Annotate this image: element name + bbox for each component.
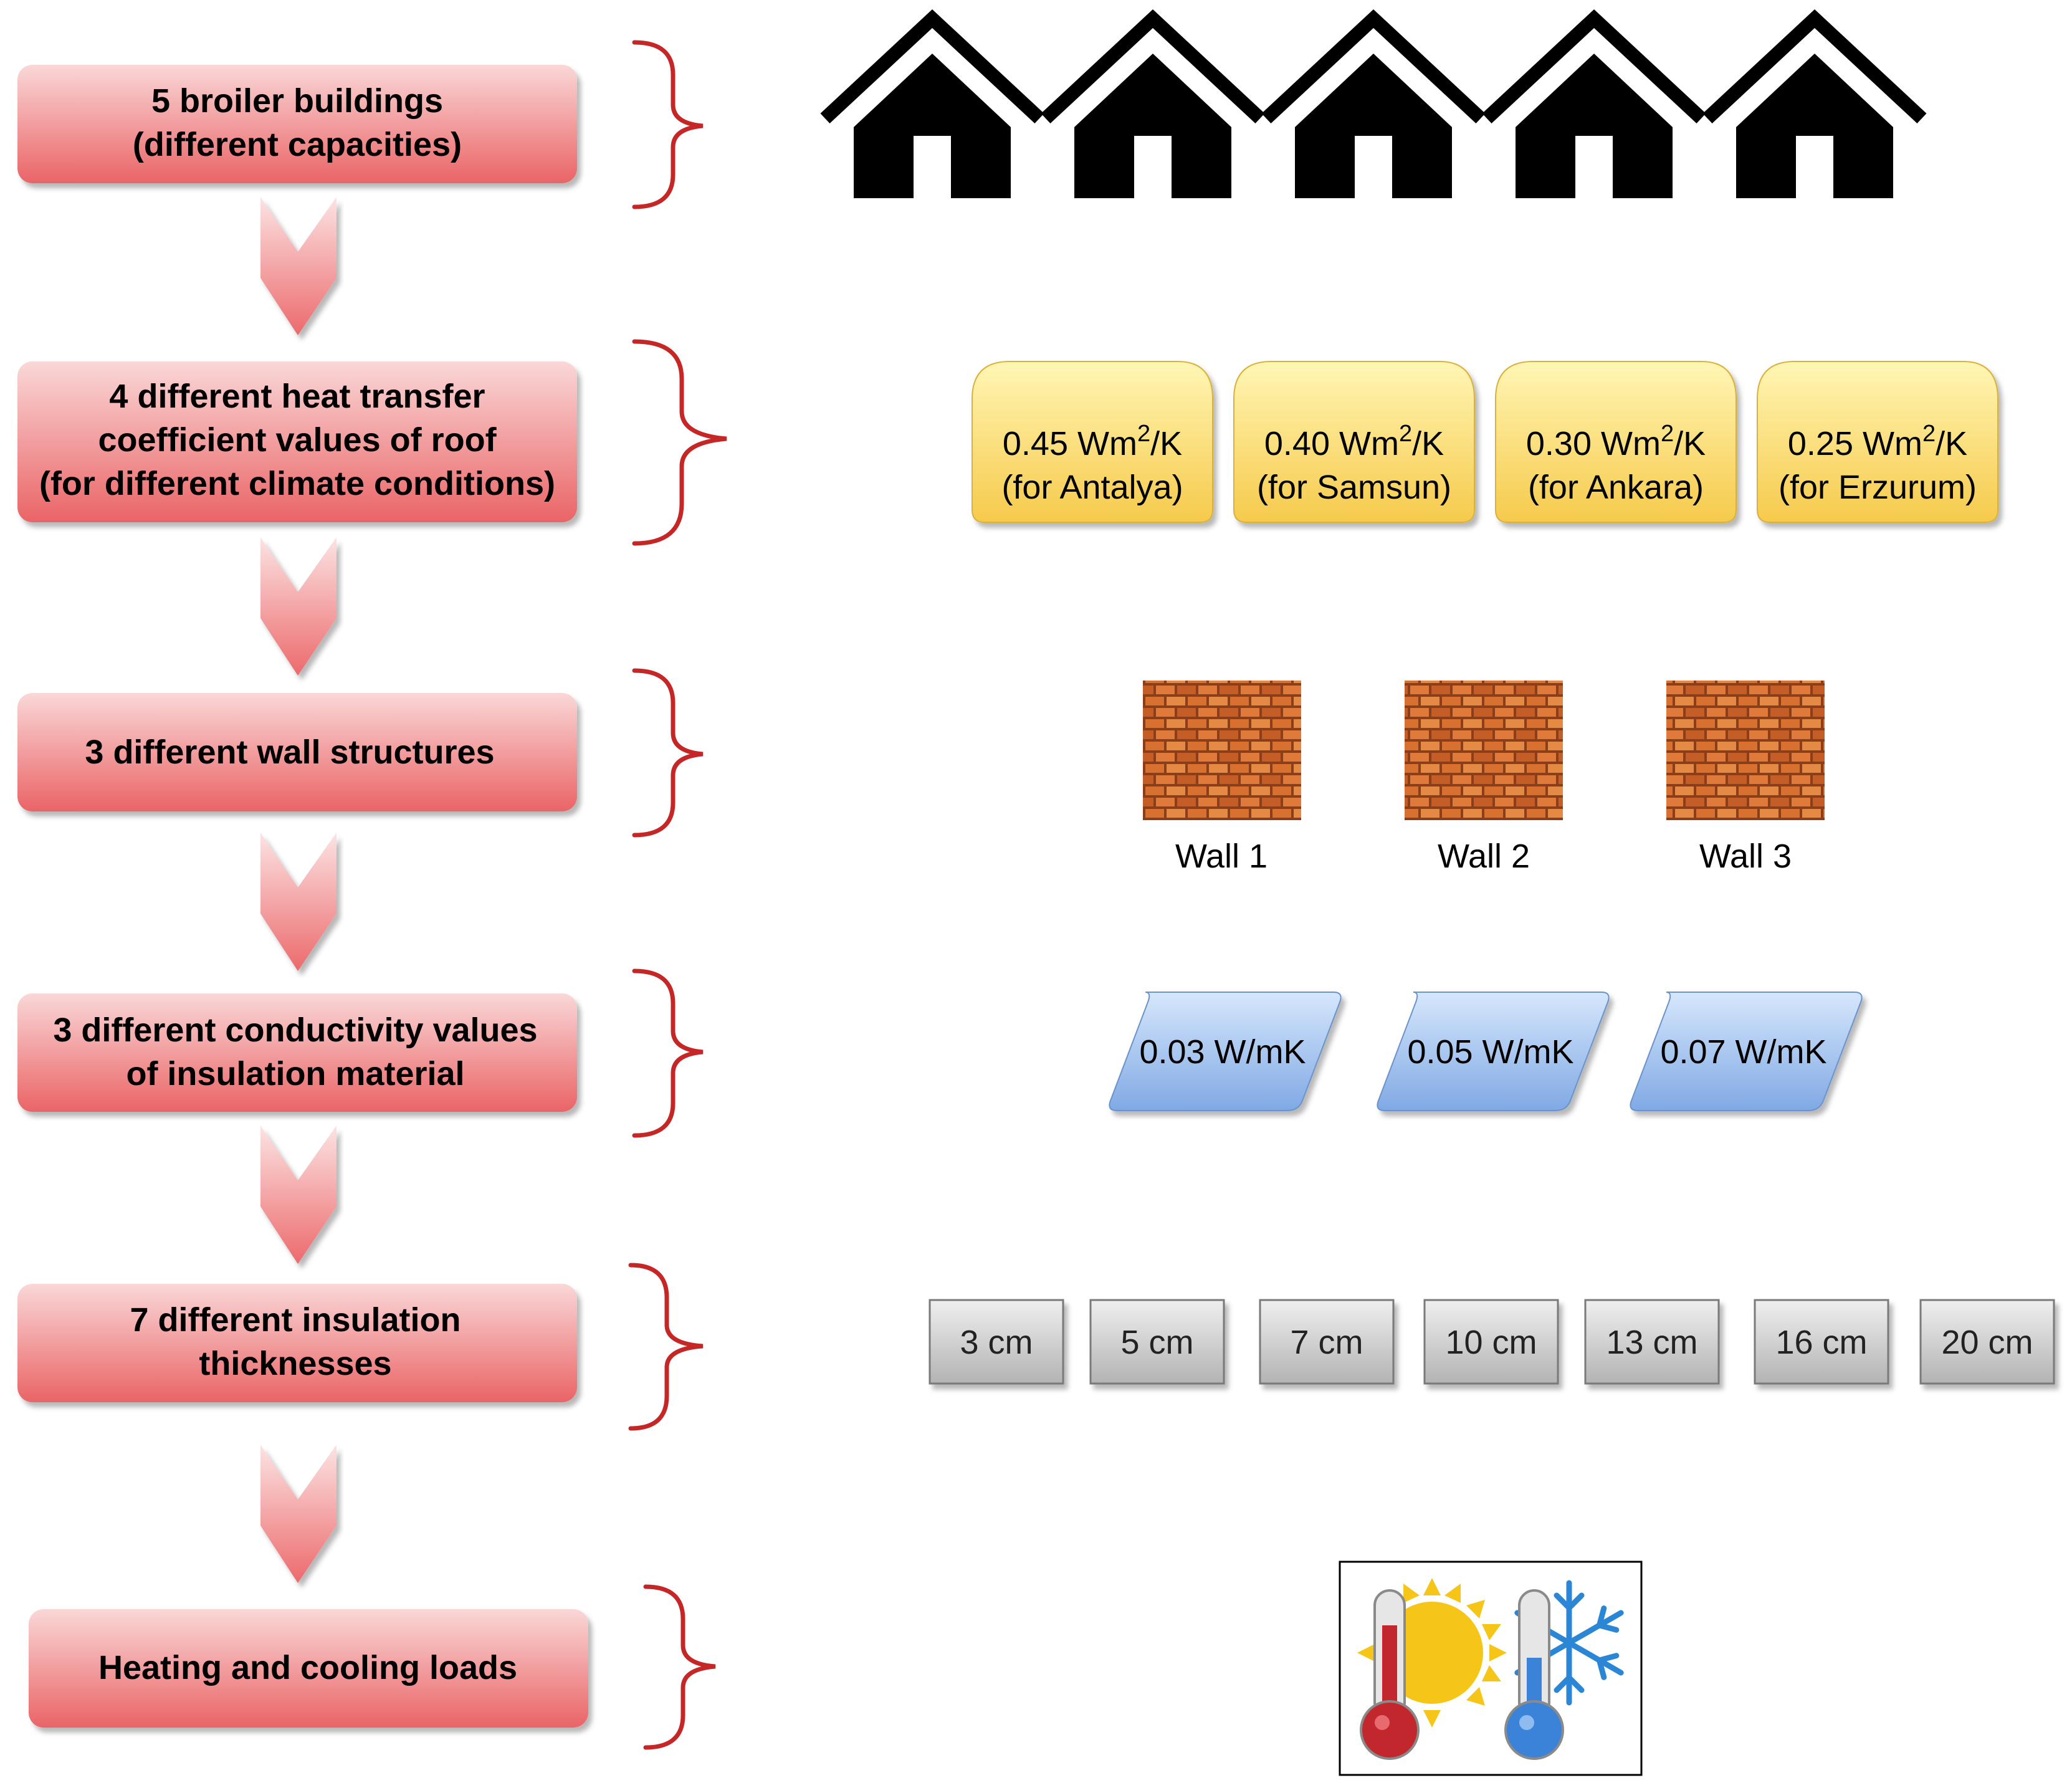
conductivity-box-1: 0.03 W/mK [1109, 992, 1342, 1111]
step-6-line-1: Heating and cooling loads [98, 1649, 517, 1686]
wall-2: Wall 2 [1405, 681, 1563, 875]
step-5-line-2: thicknesses [199, 1345, 391, 1382]
down-chevron-icon [260, 537, 337, 676]
step-2-line-2: coefficient values of roof [98, 421, 497, 459]
roof-value-box-2: 0.40 Wm2/K (for Samsun) [1233, 361, 1475, 523]
step-2-line-3: (for different climate conditions) [39, 465, 555, 502]
roof-value-3-line-2: (for Ankara) [1528, 469, 1704, 506]
thickness-value-5: 13 cm [1606, 1324, 1697, 1361]
step-box-5: 7 different insulation thicknesses [17, 1284, 577, 1402]
roof-value-1-line-2: (for Antalya) [1001, 469, 1183, 506]
loads-icon-box [1339, 1561, 1643, 1776]
wall-3: Wall 3 [1666, 681, 1825, 875]
roof-value-3-line-1: 0.30 Wm2/K [1526, 421, 1706, 462]
curly-braces [628, 40, 727, 1750]
thickness-box-4: 10 cm [1423, 1299, 1559, 1385]
thickness-value-6: 16 cm [1775, 1324, 1867, 1361]
conductivity-box-2: 0.05 W/mK [1377, 992, 1610, 1111]
roof-value-2-line-1: 0.40 Wm2/K [1264, 421, 1444, 462]
step-2-line-1: 4 different heat transfer [109, 378, 485, 415]
right-brace-icon [632, 968, 704, 1138]
thickness-row: 3 cm 5 cm 7 cm 10 cm 13 cm 16 cm 20 cm [929, 1299, 2055, 1385]
thickness-box-3: 7 cm [1259, 1299, 1395, 1385]
house-icon [1261, 9, 1486, 198]
down-chevron-icon [260, 833, 337, 971]
down-chevron-icon [260, 1445, 337, 1583]
thickness-value-3: 7 cm [1290, 1324, 1363, 1361]
wall-1: Wall 1 [1143, 681, 1301, 875]
hot-thermometer-sun-icon [1357, 1578, 1507, 1760]
roof-value-4-line-2: (for Erzurum) [1778, 469, 1977, 506]
thickness-box-6: 16 cm [1754, 1299, 1889, 1385]
right-brace-icon [632, 339, 727, 546]
conductivity-value-1: 0.03 W/mK [1139, 1033, 1306, 1071]
conductivity-box-3: 0.07 W/mK [1630, 992, 1863, 1111]
roof-value-box-1: 0.45 Wm2/K (for Antalya) [972, 361, 1213, 523]
step-box-2: 4 different heat transfer coefficient va… [17, 361, 577, 522]
step-4-line-1: 3 different conductivity values [53, 1011, 537, 1049]
wall-3-label: Wall 3 [1699, 838, 1792, 875]
step-4-line-2: of insulation material [126, 1055, 464, 1092]
step-3-line-1: 3 different wall structures [85, 734, 494, 771]
conductivity-value-2: 0.05 W/mK [1407, 1033, 1573, 1071]
thickness-box-7: 20 cm [1919, 1299, 2055, 1385]
thickness-box-1: 3 cm [929, 1299, 1064, 1385]
thickness-value-7: 20 cm [1941, 1324, 2033, 1361]
step-5-line-1: 7 different insulation [130, 1301, 461, 1339]
house-icon [820, 9, 1044, 198]
right-brace-icon [628, 1263, 704, 1431]
step-1-line-1: 5 broiler buildings [151, 82, 443, 120]
roof-value-box-3: 0.30 Wm2/K (for Ankara) [1495, 361, 1737, 523]
conductivity-row: 0.03 W/mK 0.05 W/mK 0.07 W/mK [1109, 992, 1863, 1111]
step-box-6: Heating and cooling loads [29, 1609, 588, 1728]
down-chevron-icon [260, 1126, 337, 1264]
walls-row: Wall 1 Wall 2 Wall 3 [1143, 681, 1825, 875]
step-1-line-2: (different capacities) [133, 126, 462, 163]
roof-value-4-line-1: 0.25 Wm2/K [1788, 421, 1967, 462]
step-box-4: 3 different conductivity values of insul… [17, 993, 577, 1112]
right-brace-icon [643, 1584, 716, 1750]
brick-wall-icon [1666, 681, 1825, 820]
right-brace-icon [632, 668, 704, 838]
houses-row [820, 9, 1927, 198]
thickness-value-1: 3 cm [960, 1324, 1033, 1361]
conductivity-value-3: 0.07 W/mK [1660, 1033, 1826, 1071]
cold-thermometer-snowflake-icon [1504, 1580, 1624, 1760]
step-box-1: 5 broiler buildings (different capacitie… [17, 65, 577, 183]
house-icon [1041, 9, 1265, 198]
thickness-value-2: 5 cm [1120, 1324, 1193, 1361]
down-chevron-icon [260, 197, 337, 335]
right-brace-icon [632, 40, 704, 209]
roof-value-1-line-1: 0.45 Wm2/K [1003, 421, 1182, 462]
wall-1-label: Wall 1 [1175, 838, 1268, 875]
brick-wall-icon [1143, 681, 1301, 820]
thickness-value-4: 10 cm [1445, 1324, 1537, 1361]
chevron-arrows [260, 197, 337, 1583]
roof-value-box-4: 0.25 Wm2/K (for Erzurum) [1757, 361, 1998, 523]
wall-2-label: Wall 2 [1438, 838, 1530, 875]
roof-value-2-line-2: (for Samsun) [1257, 469, 1451, 506]
house-icon [1702, 9, 1927, 198]
thickness-box-5: 13 cm [1584, 1299, 1720, 1385]
step-box-3: 3 different wall structures [17, 693, 577, 811]
thickness-box-2: 5 cm [1089, 1299, 1225, 1385]
house-icon [1482, 9, 1706, 198]
roof-values-row: 0.45 Wm2/K (for Antalya) 0.40 Wm2/K (for… [972, 361, 1998, 523]
brick-wall-icon [1405, 681, 1563, 820]
